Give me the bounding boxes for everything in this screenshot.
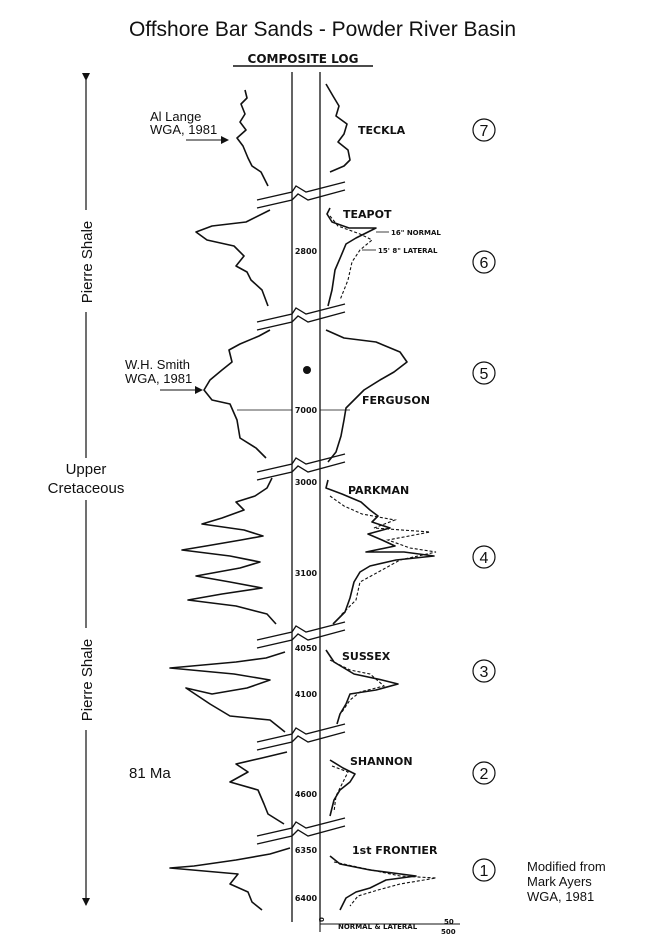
depth-label: 4600	[295, 790, 318, 799]
credit-1-org: WGA, 1981	[150, 122, 217, 137]
unconformity-breaks	[256, 181, 346, 845]
upper-cretaceous-label-1: Upper	[66, 461, 107, 478]
formation-number: 5	[480, 366, 489, 383]
formation-label-sussex: SUSSEX	[342, 650, 391, 663]
normal-curve-label: 16" NORMAL	[391, 229, 441, 237]
depth-label: 2800	[295, 247, 318, 256]
resistivity-curves-lateral	[329, 215, 437, 907]
scale-bottom-value: 500	[441, 928, 456, 936]
formation-numbers	[472, 118, 496, 882]
source-note-line-2: Mark Ayers	[527, 874, 592, 889]
formation-label-frontier: 1st FRONTIER	[352, 844, 438, 857]
well-point	[303, 366, 311, 374]
scale-caption: NORMAL & LATERAL	[338, 923, 418, 931]
formation-label-parkman: PARKMAN	[348, 484, 409, 497]
figure-title: Offshore Bar Sands - Powder River Basin	[128, 18, 517, 41]
formation-number: 1	[480, 863, 489, 880]
formation-label-ferguson: FERGUSON	[362, 394, 430, 407]
credit-1-name: Al Lange	[150, 109, 201, 124]
formation-number: 2	[480, 766, 489, 783]
depth-label: 4050	[295, 644, 318, 653]
resistivity-curves-normal	[325, 83, 435, 911]
formation-number: 6	[480, 255, 489, 272]
credit-2-org: WGA, 1981	[125, 371, 192, 386]
depth-label: 3000	[295, 478, 318, 487]
depth-label: 6350	[295, 846, 318, 855]
formation-label-shannon: SHANNON	[350, 755, 413, 768]
formation-number: 7	[480, 123, 489, 140]
scale-top-value: 50	[444, 918, 454, 926]
depth-label: 3100	[295, 569, 318, 578]
lateral-curve-label: 15' 8" LATERAL	[378, 247, 438, 255]
scale-zero: 0	[318, 917, 326, 922]
age-label: 81 Ma	[129, 765, 171, 782]
upper-cretaceous-label-2: Cretaceous	[48, 480, 125, 497]
formation-label-teckla: TECKLA	[358, 124, 406, 137]
credit-2-name: W.H. Smith	[125, 357, 190, 372]
formation-label-teapot: TEAPOT	[343, 208, 392, 221]
log-heading: COMPOSITE LOG	[248, 52, 359, 66]
source-note-line-1: Modified from	[527, 859, 606, 874]
depth-label: 7000	[295, 406, 318, 415]
depth-label: 6400	[295, 894, 318, 903]
pierre-shale-upper-label: Pierre Shale	[79, 221, 96, 304]
depth-label: 4100	[295, 690, 318, 699]
formation-number: 3	[480, 664, 489, 681]
source-note-line-3: WGA, 1981	[527, 889, 594, 904]
pierre-shale-lower-label: Pierre Shale	[79, 639, 96, 722]
formation-number: 4	[480, 550, 489, 567]
sp-curves	[169, 89, 291, 911]
